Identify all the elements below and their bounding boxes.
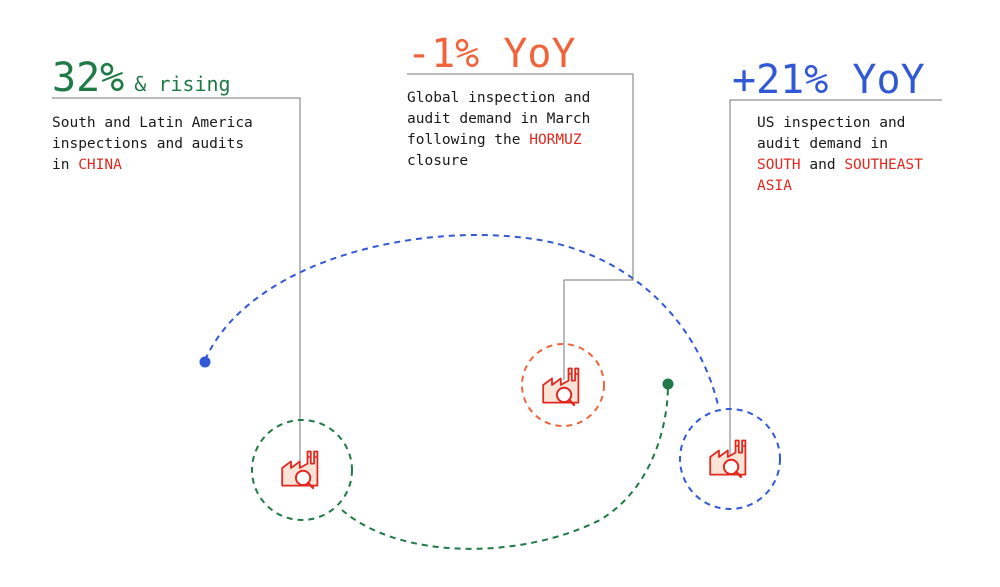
hormuz-node: [521, 343, 605, 427]
factory-magnifier-icon: [543, 368, 579, 405]
description-line: US inspection and: [757, 113, 923, 134]
china-stat: 32% & rising: [52, 58, 231, 98]
highlight-term: SOUTH: [757, 157, 801, 173]
green-end-dot: [662, 378, 674, 390]
description-line: ASIA: [757, 176, 923, 197]
description-text: Global inspection and: [407, 90, 591, 106]
us-leader-line: [729, 99, 942, 455]
highlight-term: CHINA: [78, 157, 122, 173]
description-text: and: [800, 157, 845, 173]
us-description: US inspection and audit demand in SOUTH an…: [757, 113, 923, 197]
us-stat: +21% YoY: [732, 60, 925, 100]
highlight-term: ASIA: [757, 178, 792, 194]
highlight-term: HORMUZ: [529, 132, 582, 148]
highlight-term: SOUTHEAST: [844, 157, 923, 173]
description-text: audit demand in March: [407, 111, 591, 127]
description-line: Global inspection and: [407, 88, 590, 109]
blue-arc: [204, 234, 719, 406]
description-line: following the HORMUZ: [407, 130, 590, 151]
green-arc: [341, 383, 669, 550]
description-line: in CHINA: [52, 155, 253, 176]
description-text: closure: [407, 153, 469, 169]
description-line: inspections and audits: [52, 134, 253, 155]
hormuz-description: Global inspection and audit demand in Mar…: [407, 88, 590, 172]
description-text: South and Latin America: [52, 115, 253, 131]
blue-start-dot: [199, 356, 211, 368]
description-text: inspections and audits: [52, 136, 245, 152]
hormuz-stat-value: -1% YoY: [407, 31, 576, 77]
hormuz-leader-line: [407, 73, 634, 380]
description-line: SOUTH and SOUTHEAST: [757, 155, 923, 176]
china-stat-value: 32%: [52, 55, 125, 101]
china-leader-line: [52, 97, 301, 465]
description-line: audit demand in March: [407, 109, 590, 130]
us-stat-value: +21% YoY: [732, 57, 925, 103]
hormuz-stat: -1% YoY: [407, 34, 576, 74]
factory-magnifier-icon: [710, 440, 746, 477]
us-node: [679, 408, 781, 510]
china-description: South and Latin America inspections and a…: [52, 113, 253, 176]
description-text: US inspection and: [757, 115, 906, 131]
china-stat-suffix: & rising: [134, 72, 231, 96]
description-line: closure: [407, 151, 590, 172]
description-line: audit demand in: [757, 134, 923, 155]
description-line: South and Latin America: [52, 113, 253, 134]
china-node: [251, 419, 353, 521]
description-text: following the: [407, 132, 530, 148]
description-text: audit demand in: [757, 136, 888, 152]
description-text: in: [52, 157, 79, 173]
